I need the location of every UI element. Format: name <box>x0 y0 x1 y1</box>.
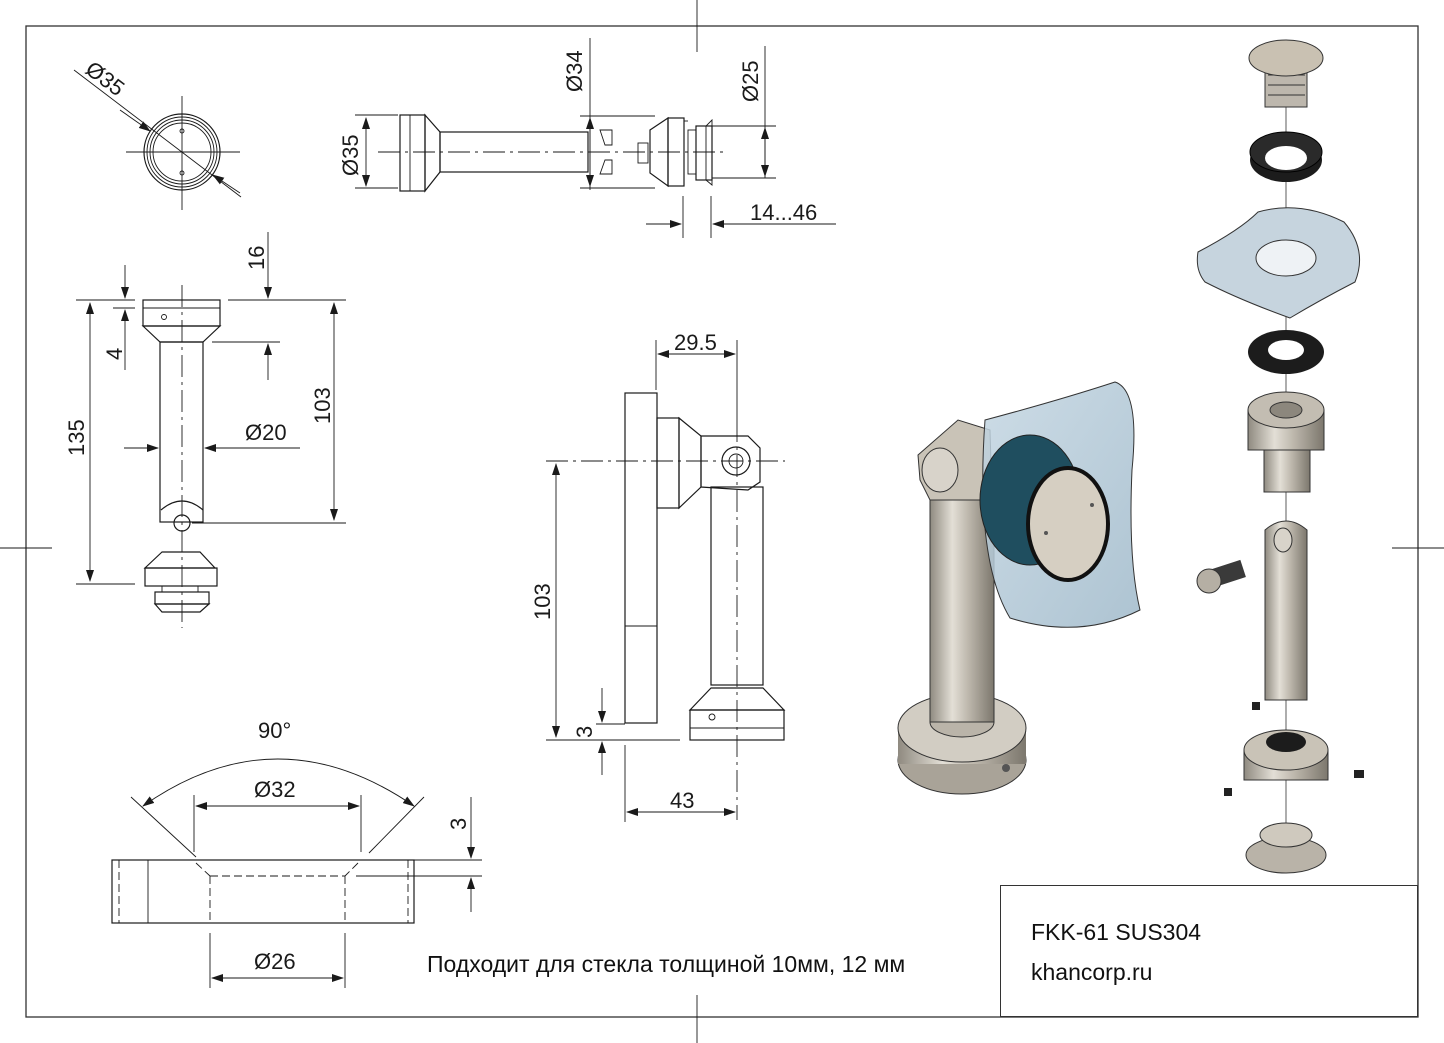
dim-countersink-outer: Ø32 <box>254 777 296 802</box>
dim-clamp-diameter: Ø34 <box>562 50 587 92</box>
dim-countersink-depth: 3 <box>446 818 471 830</box>
title-block: FKK-61 SUS304 khancorp.ru <box>1000 885 1418 1017</box>
dim-top-diameter: Ø35 <box>81 56 129 101</box>
profile-view: 29.5 103 3 43 <box>530 330 785 822</box>
dim-profile-pivot: 103 <box>530 583 555 620</box>
dim-offset: 29.5 <box>674 330 717 355</box>
dim-overall-height: 135 <box>64 419 89 456</box>
website-label: khancorp.ru <box>1031 959 1152 986</box>
dim-gap: 3 <box>572 726 597 738</box>
side-view-horizontal: Ø35 Ø34 Ø25 14...46 <box>338 38 836 238</box>
front-view: 135 4 16 103 Ø20 <box>64 232 346 628</box>
dim-rod-diameter: Ø20 <box>245 420 287 445</box>
glass-thickness-note: Подходит для стекла толщиной 10мм, 12 мм <box>427 951 905 978</box>
model-label: FKK-61 SUS304 <box>1031 919 1201 946</box>
dim-base-offset: 43 <box>670 788 694 813</box>
dim-side-left-diameter: Ø35 <box>338 134 363 176</box>
dim-countersink-angle: 90° <box>258 718 291 743</box>
dim-flange: 4 <box>102 348 127 360</box>
dim-disc-diameter: Ø25 <box>738 60 763 102</box>
countersink-section: 90° Ø32 3 Ø26 <box>112 718 482 988</box>
dim-pivot-height: 103 <box>310 387 335 424</box>
dim-glass-range: 14...46 <box>750 200 817 225</box>
exploded-view <box>1197 40 1364 873</box>
top-view: Ø35 <box>74 56 241 210</box>
dim-top-step: 16 <box>244 246 269 270</box>
dim-countersink-inner: Ø26 <box>254 949 296 974</box>
iso-render <box>898 382 1140 794</box>
